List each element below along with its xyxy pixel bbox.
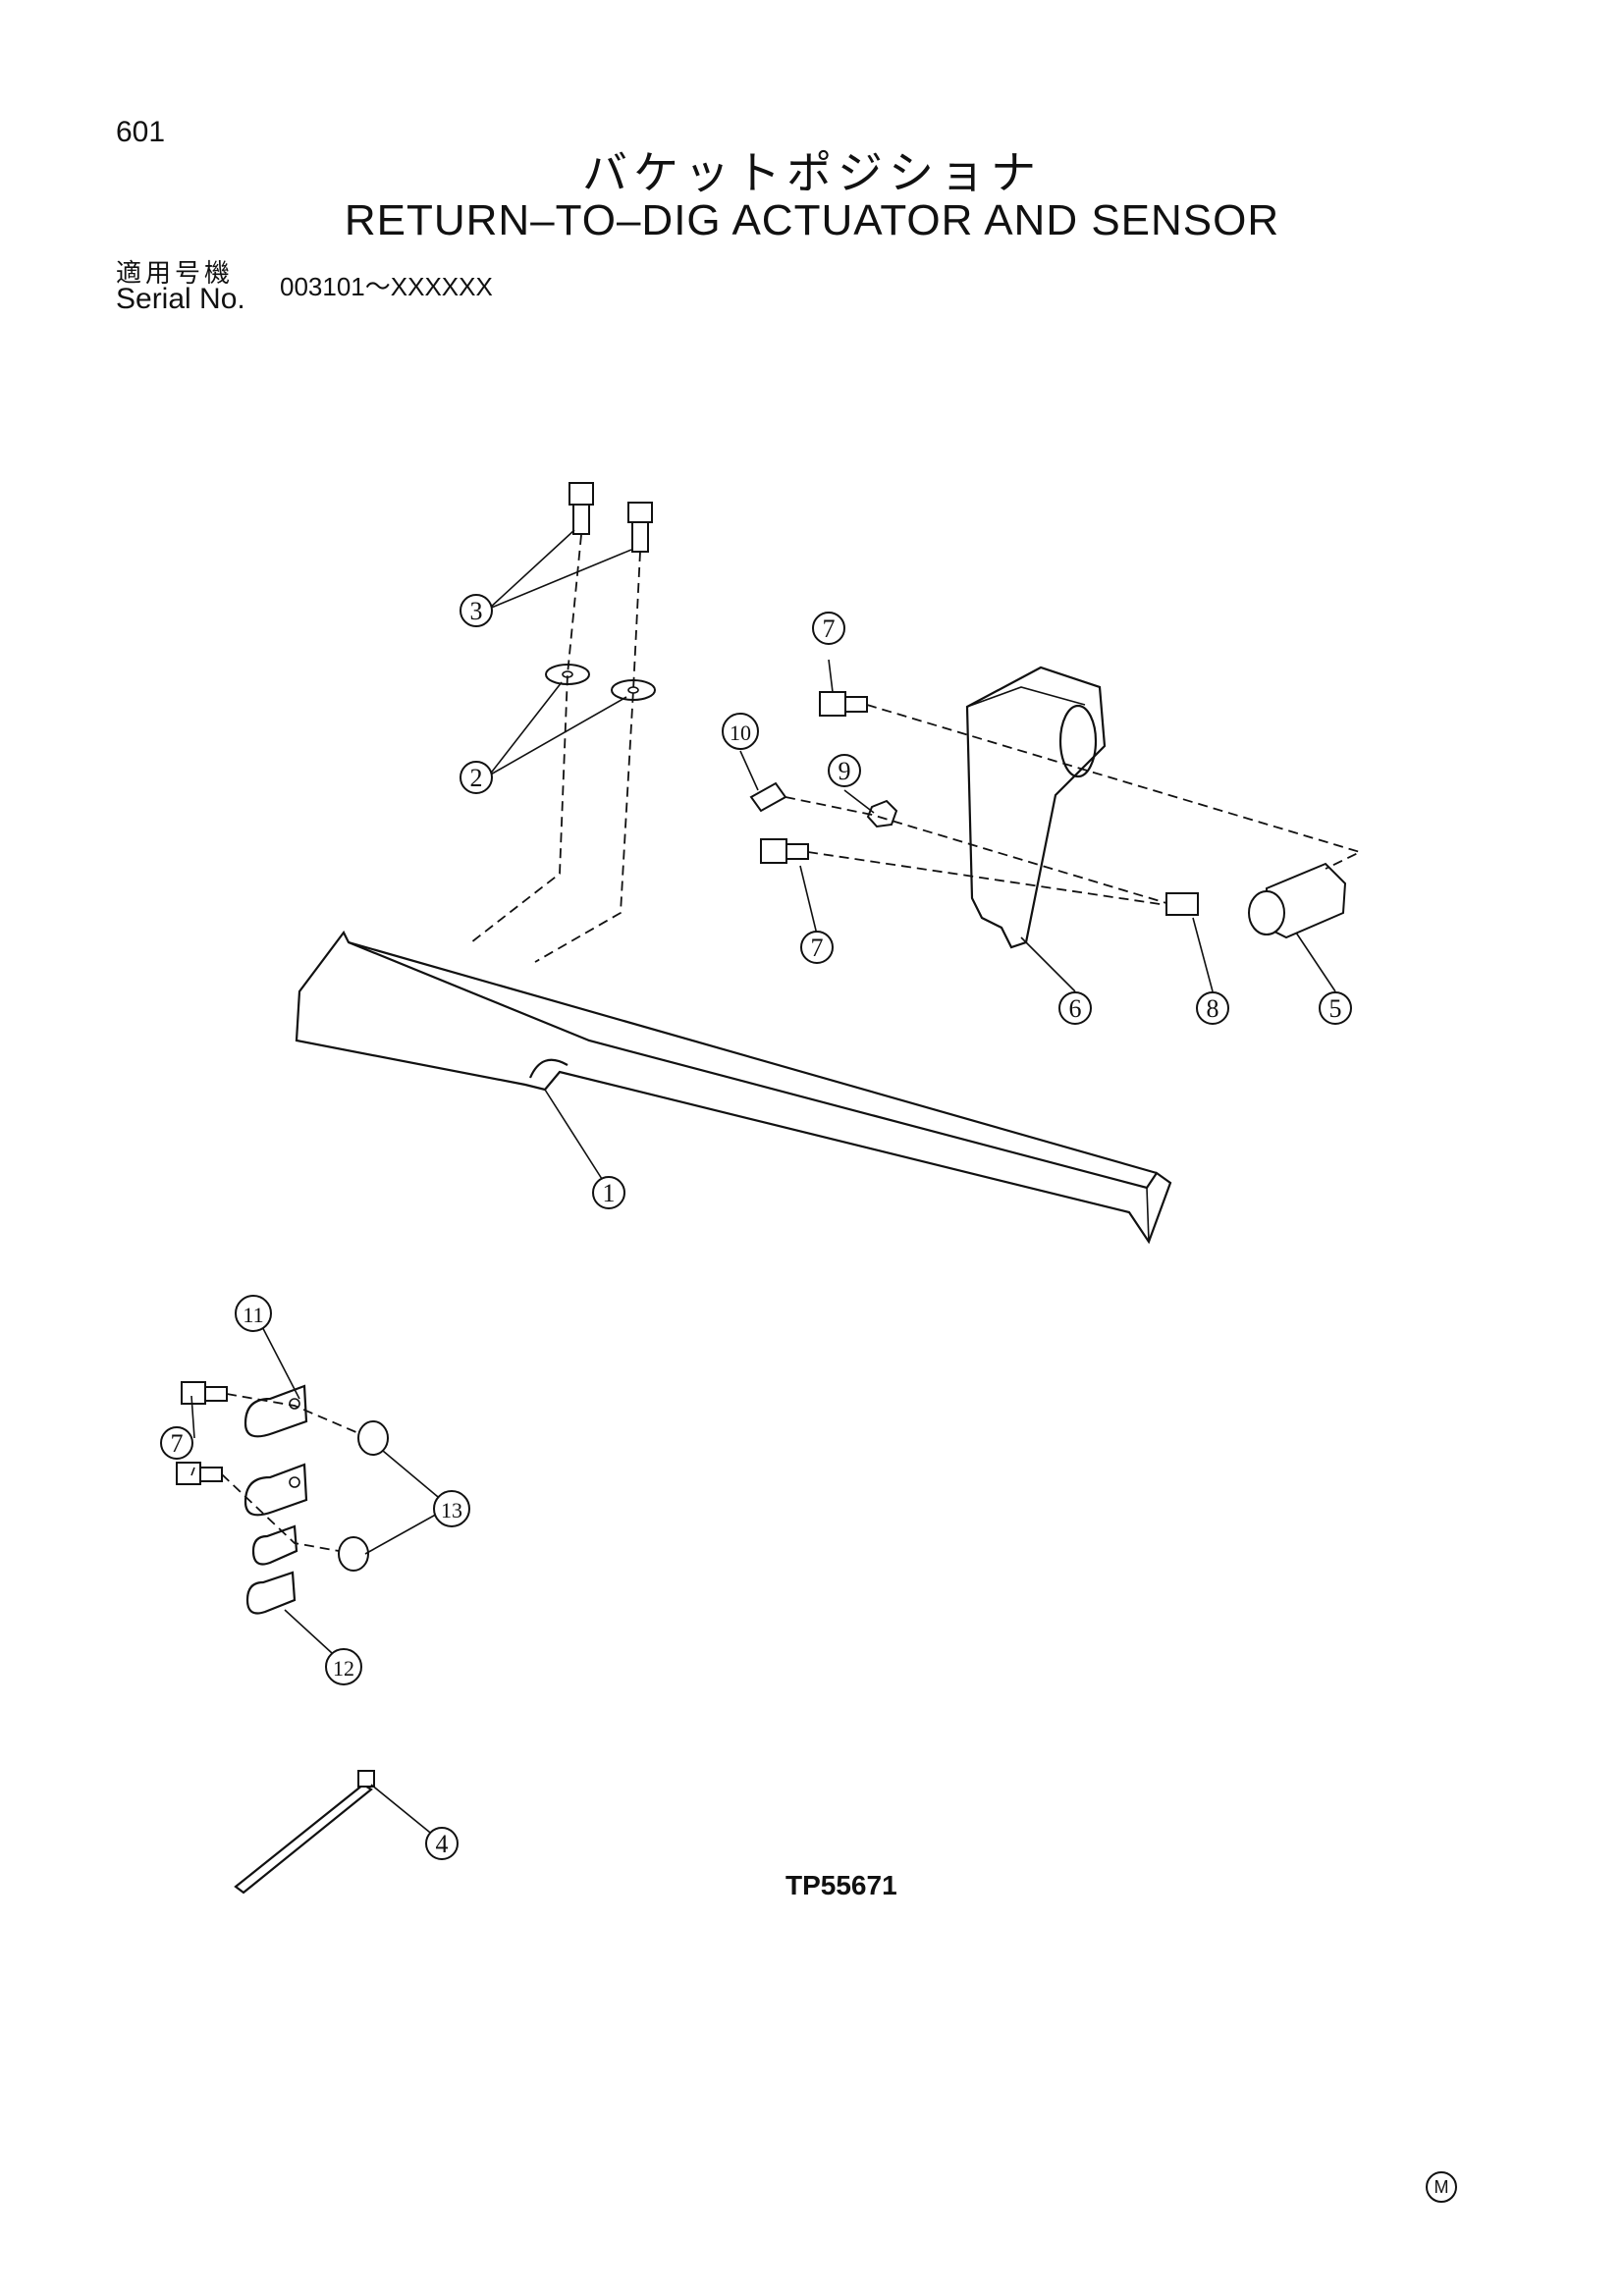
callout-7-top: 7 — [812, 612, 845, 645]
callout-1: 1 — [592, 1176, 625, 1209]
part-8-pin — [1165, 892, 1199, 916]
part-13-nuts — [338, 1420, 389, 1572]
callout-13: 13 — [433, 1490, 470, 1527]
svg-text:11: 11 — [243, 1303, 263, 1327]
title-english: RETURN–TO–DIG ACTUATOR AND SENSOR — [344, 196, 1280, 244]
serial-label-english: Serial No. — [116, 283, 245, 315]
part-9-nut — [866, 799, 898, 828]
part-5-sensor — [1248, 862, 1347, 939]
part-2-washers — [545, 664, 656, 701]
svg-text:8: 8 — [1207, 994, 1219, 1023]
svg-text:10: 10 — [730, 721, 751, 745]
callout-7-mid: 7 — [800, 931, 834, 964]
part-7-lower-bolts — [176, 1381, 228, 1485]
callout-9: 9 — [828, 754, 861, 787]
part-6-bracket — [965, 666, 1107, 949]
callout-6: 6 — [1058, 991, 1092, 1025]
svg-text:13: 13 — [441, 1498, 462, 1522]
serial-range: 003101～XXXXXX — [280, 272, 493, 301]
callout-8: 8 — [1196, 991, 1229, 1025]
callout-10: 10 — [722, 713, 759, 750]
svg-text:5: 5 — [1329, 994, 1342, 1023]
svg-text:12: 12 — [333, 1656, 354, 1681]
callout-5: 5 — [1319, 991, 1352, 1025]
callout-3: 3 — [460, 594, 493, 627]
title-japanese: バケットポジショナ — [582, 146, 1042, 199]
svg-text:7: 7 — [811, 934, 824, 962]
svg-text:6: 6 — [1069, 994, 1082, 1023]
callout-11: 11 — [235, 1295, 272, 1332]
svg-text:7: 7 — [171, 1429, 184, 1458]
part-11-clamps — [244, 1384, 308, 1517]
callout-7-lower: 7 — [160, 1426, 193, 1460]
svg-text:7: 7 — [823, 614, 836, 643]
svg-text:3: 3 — [470, 597, 483, 625]
leader-lines — [190, 529, 1336, 1842]
part-1-cover — [295, 930, 1172, 1245]
svg-text:4: 4 — [436, 1830, 449, 1858]
svg-text:2: 2 — [470, 764, 483, 792]
svg-text:9: 9 — [839, 757, 851, 785]
page-number: 601 — [116, 116, 166, 148]
callout-2: 2 — [460, 761, 493, 794]
callout-4: 4 — [425, 1827, 459, 1860]
serial-label-japanese: 適用号機 — [116, 259, 235, 289]
figure-id: TP55671 — [785, 1870, 897, 1900]
part-4-cable-tie — [234, 1770, 375, 1895]
svg-text:1: 1 — [603, 1179, 616, 1207]
callout-12: 12 — [325, 1648, 362, 1685]
part-3-bolts — [568, 482, 653, 553]
corner-mark: M — [1426, 2171, 1457, 2203]
part-12-clamps — [245, 1524, 298, 1615]
